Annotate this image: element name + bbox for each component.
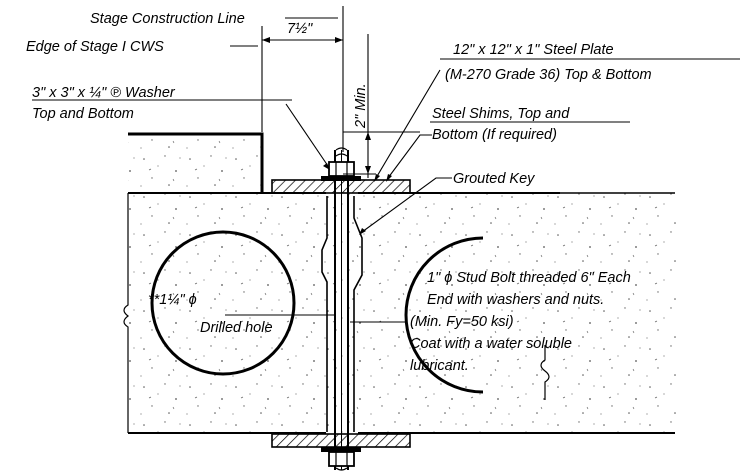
washer-label: 3" x 3" x ¼" ℗ Washer	[32, 85, 176, 101]
steel-plate-spec-label: (M-270 Grade 36) Top & Bottom	[445, 67, 652, 83]
steel-shims-note-label: Bottom (If required)	[432, 127, 557, 143]
stud-bolt-coat-label: Coat with a water soluble	[410, 336, 572, 352]
dimension-two-min: 2" Min.	[353, 83, 369, 129]
stage-one-slab	[128, 132, 264, 192]
dimension-seven-half: 7½"	[287, 21, 313, 37]
stud-bolt-strength-label: (Min. Fy=50 ksi)	[410, 314, 514, 330]
top-nut	[328, 147, 355, 177]
stud-bolt-lubricant-label: lubricant.	[410, 358, 469, 374]
steel-shims-label: Steel Shims, Top and	[432, 106, 570, 122]
grouted-key-label: Grouted Key	[453, 171, 535, 187]
drilled-hole-right-arc	[404, 236, 484, 394]
washer-location-label: Top and Bottom	[32, 106, 134, 122]
stud-bolt	[328, 147, 355, 471]
stage-construction-line-label: Stage Construction Line	[90, 11, 245, 27]
bottom-nut	[328, 451, 355, 471]
grouted-key	[321, 196, 363, 432]
leader-lines	[225, 17, 452, 323]
drilled-hole-label: Drilled hole	[200, 320, 273, 336]
concrete-beam	[123, 192, 678, 434]
stud-bolt-label: 1" ϕ Stud Bolt threaded 6" Each	[427, 270, 631, 286]
drilled-hole-size-label: **1¼" ϕ	[148, 292, 197, 308]
steel-plate-label: 12" x 12" x 1" Steel Plate	[453, 42, 614, 58]
stud-bolt-ends-label: End with washers and nuts.	[427, 292, 604, 308]
construction-lines	[261, 6, 420, 178]
edge-stage-cws-label: Edge of Stage I CWS	[26, 39, 164, 55]
drilled-hole-left	[150, 230, 296, 376]
